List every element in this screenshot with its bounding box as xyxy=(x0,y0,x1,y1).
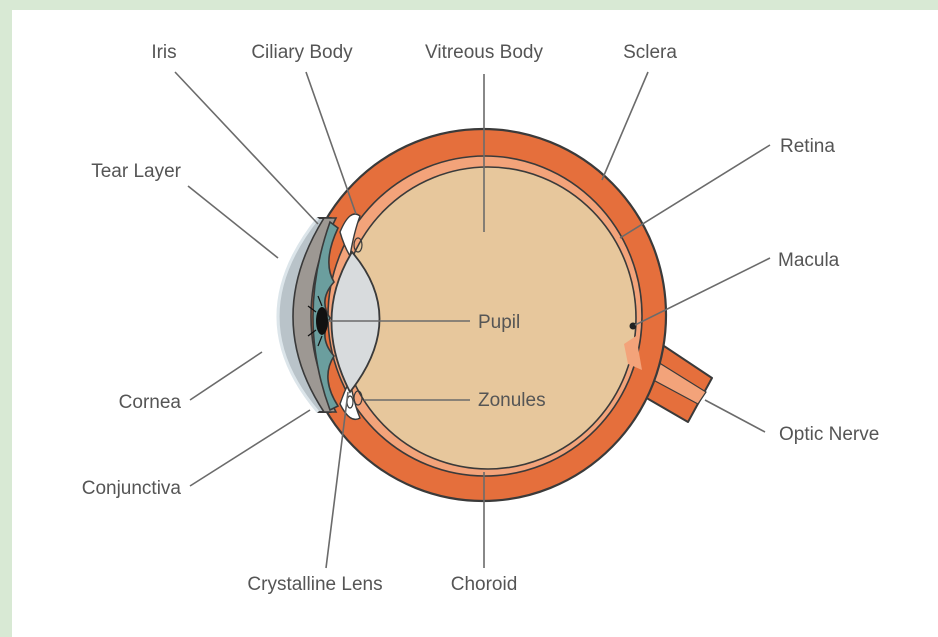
leader-sclera xyxy=(602,72,648,180)
leader-cornea xyxy=(190,352,262,400)
leader-retina xyxy=(620,145,770,238)
label-tear-layer: Tear Layer xyxy=(91,161,181,182)
label-cornea: Cornea xyxy=(119,392,182,413)
label-vitreous-body: Vitreous Body xyxy=(425,42,543,63)
leader-iris xyxy=(175,72,318,224)
label-crystalline-lens: Crystalline Lens xyxy=(247,574,382,595)
pupil-shape xyxy=(316,307,328,335)
leader-conjunctiva xyxy=(190,410,310,486)
label-iris: Iris xyxy=(151,42,176,63)
eye-anatomy-diagram: Iris Ciliary Body Vitreous Body Sclera T… xyxy=(12,10,938,637)
label-macula: Macula xyxy=(778,250,840,271)
leader-tear-layer xyxy=(188,186,278,258)
label-conjunctiva: Conjunctiva xyxy=(82,478,182,499)
diagram-panel: Iris Ciliary Body Vitreous Body Sclera T… xyxy=(12,10,938,637)
leader-optic-nerve xyxy=(705,400,765,432)
leader-ciliary-body xyxy=(306,72,356,214)
label-pupil: Pupil xyxy=(478,312,520,333)
label-ciliary-body: Ciliary Body xyxy=(251,42,353,63)
label-choroid: Choroid xyxy=(451,574,518,595)
label-sclera: Sclera xyxy=(623,42,677,63)
macula-dot xyxy=(630,323,637,330)
label-retina: Retina xyxy=(780,136,835,157)
label-zonules: Zonules xyxy=(478,390,546,411)
labels: Iris Ciliary Body Vitreous Body Sclera T… xyxy=(82,42,880,595)
label-optic-nerve: Optic Nerve xyxy=(779,424,879,445)
